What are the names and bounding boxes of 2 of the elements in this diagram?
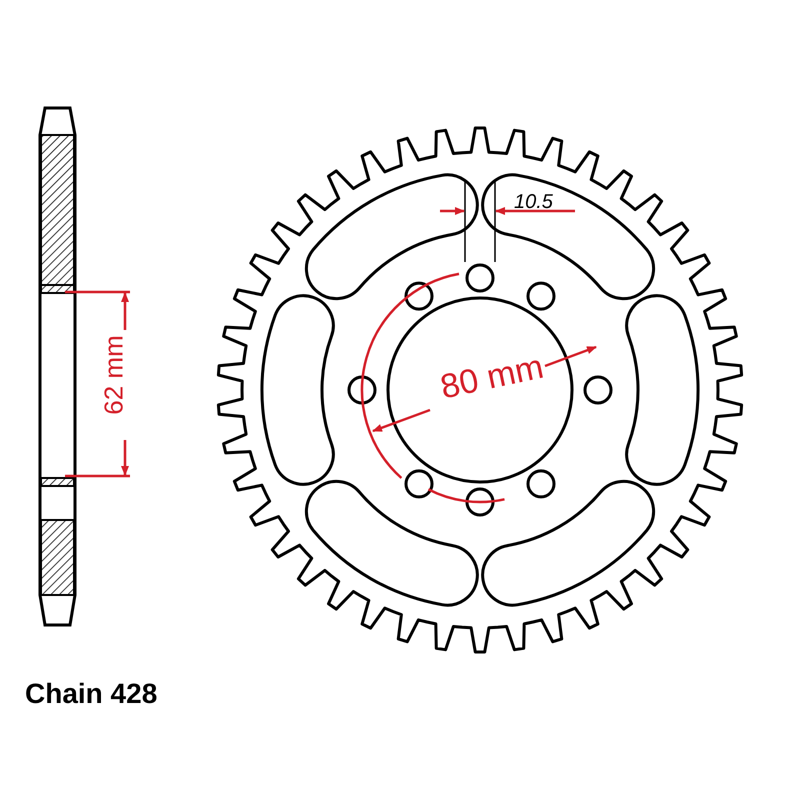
chain-size-label: Chain 428 xyxy=(25,680,158,708)
dimension-label: 10.5 xyxy=(514,192,553,212)
